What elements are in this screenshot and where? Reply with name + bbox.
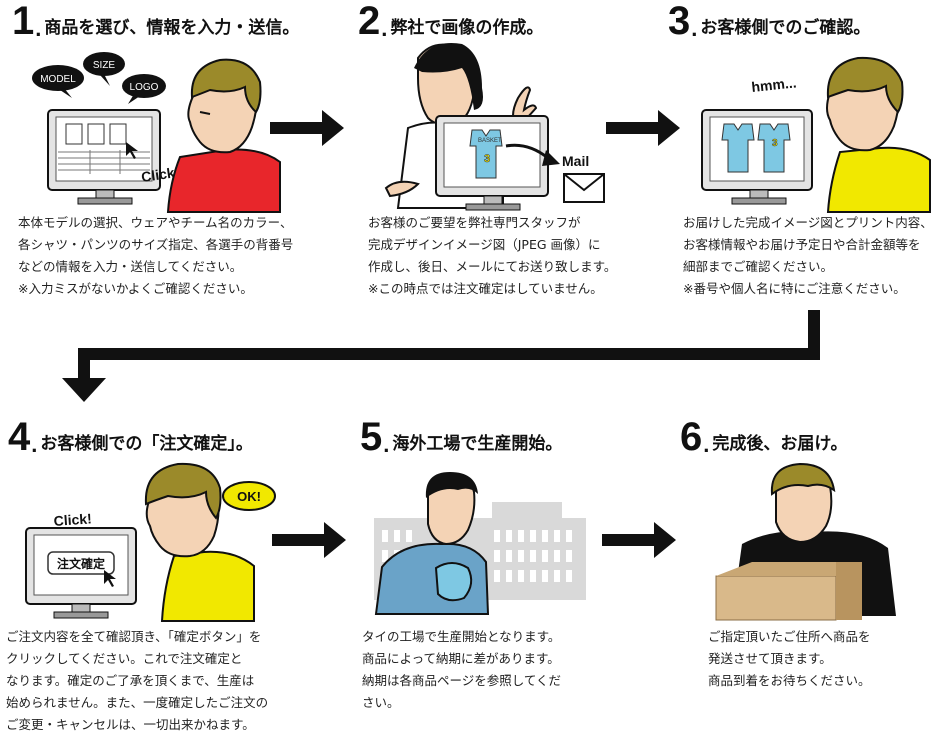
step-2-title: 2.弊社で画像の作成。 [358,0,544,43]
mail-envelope-icon [563,173,605,203]
arrow-2-to-3 [606,110,680,146]
arrow-4-to-5 [272,522,346,558]
confirm-button-label: 注文確定 [57,556,105,571]
step-1-title: 1.商品を選び、情報を入力・送信。 [12,0,300,43]
jersey-number: 3 [772,138,778,149]
basket-label: BASKET [478,138,502,144]
step-4-title: 4.お客様側での「注文確定」。 [8,415,253,459]
step-2-illustration: BASKET 3 Mail [384,43,605,211]
arrow-1-to-2 [270,110,344,146]
step-4-illustration: Click! 注文確定 OK! [25,462,276,622]
monitor: 注文確定 [25,527,137,619]
arrow-3-to-4 [62,310,820,402]
monitor [47,109,161,205]
hmm-label: hmm... [751,74,798,95]
step-3-title: 3.お客様側でのご確認。 [668,0,871,43]
step-4-description: ご注文内容を全て確認頂き、「確定ボタン」をクリックしてください。これで注文確定と… [6,629,269,732]
arrow-5-to-6 [602,522,676,558]
step-3-illustration: hmm... 3 [701,56,931,213]
step-1-description: 本体モデルの選択、ウェアやチーム名のカラー、各シャツ・パンツのサイズ指定、各選手… [18,215,294,296]
man-yellow-shirt [826,56,931,213]
step-5-title: 5.海外工場で生産開始。 [360,415,563,459]
worker-blue-shirt [374,472,490,615]
man-yellow-shirt [144,462,255,622]
speech-bubble-model: MODEL [32,65,84,98]
step-5-description: タイの工場で生産開始となります。商品によって納期に差があります。納期は各商品ペー… [362,629,562,710]
package-box [715,562,862,621]
speech-bubble-size: SIZE [83,52,125,86]
speech-bubble-logo: LOGO [122,74,166,104]
bubble-size-text: SIZE [93,60,116,71]
step-1-illustration: MODEL SIZE LOGO Click! [32,52,281,213]
step-2-description: お客様のご要望を弊社専門スタッフが完成デザインイメージ図（JPEG 画像）に作成… [368,215,617,296]
step-6-title: 6.完成後、お届け。 [680,415,848,459]
bubble-model-text: MODEL [40,74,76,85]
speech-bubble-ok: OK! [222,481,276,511]
cursor-icon [104,570,116,587]
confirm-button-illus [47,551,115,575]
click-label: Click! [53,510,92,529]
click-label: Click! [140,164,180,185]
man-red-shirt [166,58,281,213]
cursor-icon [126,142,138,159]
send-arrow-icon [542,150,560,166]
jersey-number: 3 [484,153,490,165]
step-6-illustration [715,462,896,621]
bubble-logo-text: LOGO [130,82,159,93]
monitor: BASKET 3 [435,115,549,211]
monitor: 3 [701,109,813,205]
mail-label: Mail [562,153,589,169]
step-5-illustration [374,472,586,615]
step-6-description: ご指定頂いたご住所へ商品を発送させて頂きます。商品到着をお待ちください。 [708,629,871,688]
step-3-description: お届けした完成イメージ図とプリント内容、お客様情報やお届け予定日や合計金額等を細… [683,215,933,296]
bubble-ok-text: OK! [237,489,261,504]
